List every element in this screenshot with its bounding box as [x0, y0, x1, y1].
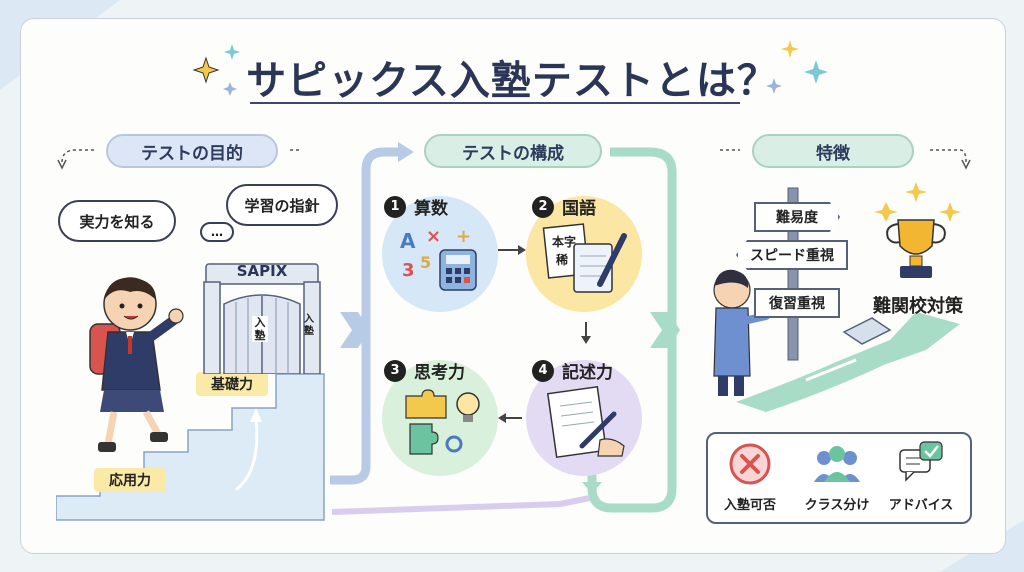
svg-text:3: 3 — [402, 260, 415, 281]
step-label-basic: 基礎力 — [196, 372, 268, 396]
gate-plate-left: 入塾 — [252, 316, 268, 342]
sparkle-left-icon — [192, 44, 240, 96]
speech-bubble-study-guide: 学習の指針 — [226, 184, 338, 226]
svg-text:×: × — [426, 226, 441, 247]
svg-text:A: A — [400, 229, 416, 253]
svg-text:5: 5 — [420, 253, 431, 272]
writing-hand-icon — [546, 386, 625, 459]
title-underline — [250, 102, 740, 104]
svg-text:稀: 稀 — [556, 252, 568, 267]
step-number: 2 — [532, 195, 554, 218]
student-illustration — [89, 277, 184, 452]
thinking-dots-icon: … — [200, 222, 234, 242]
step-number: 1 — [384, 195, 406, 218]
sparkle-right-icon — [766, 40, 828, 94]
subject-japanese-label: 2 国語 — [532, 194, 596, 219]
section-structure-label: テストの構成 — [424, 134, 602, 168]
group-icon — [814, 446, 860, 482]
page-title: サピックス入塾テストとは？ — [246, 58, 778, 104]
trophy-icon — [874, 182, 961, 278]
svg-text:+: + — [456, 226, 471, 247]
step-number: 3 — [384, 359, 406, 382]
result-admission: 入塾可否 — [723, 498, 776, 513]
subject-math-label: 1 算数 — [384, 194, 448, 219]
speech-bubble-know-ability: 実力を知る — [58, 200, 176, 242]
notebook-pen-icon: 本字 稀 — [542, 223, 627, 293]
result-advice: アドバイス — [888, 498, 954, 513]
gate-plate-right: 入塾 — [304, 314, 314, 337]
goal-label: 難関校対策 — [873, 296, 963, 317]
school-sign: SAPIX — [236, 262, 288, 280]
puzzle-lightbulb-icon — [405, 389, 480, 455]
calculator-icon: A × + 3 5 — [400, 226, 477, 291]
feature-sign-difficulty: 難易度 — [754, 202, 840, 232]
section-purpose-label: テストの目的 — [106, 134, 278, 168]
step-number: 4 — [532, 359, 554, 382]
subject-name: 国語 — [562, 199, 596, 219]
step-label-applied: 応用力 — [94, 468, 166, 492]
school-gate-illustration — [203, 263, 321, 374]
section-features-label: 特徴 — [752, 134, 914, 168]
subject-name: 記述力 — [562, 363, 613, 383]
subject-name: 思考力 — [414, 363, 465, 383]
cross-icon — [729, 443, 771, 485]
result-class-placement: クラス分け — [804, 498, 870, 513]
chat-check-icon — [899, 441, 943, 482]
svg-text:本字: 本字 — [552, 234, 576, 249]
road-signpost-illustration — [713, 187, 960, 412]
feature-sign-speed: スピード重視 — [736, 240, 848, 270]
subject-name: 算数 — [414, 199, 448, 219]
subject-writing-label: 4 記述力 — [532, 358, 613, 383]
feature-sign-review: 復習重視 — [754, 288, 840, 318]
subject-thinking-label: 3 思考力 — [384, 358, 465, 383]
